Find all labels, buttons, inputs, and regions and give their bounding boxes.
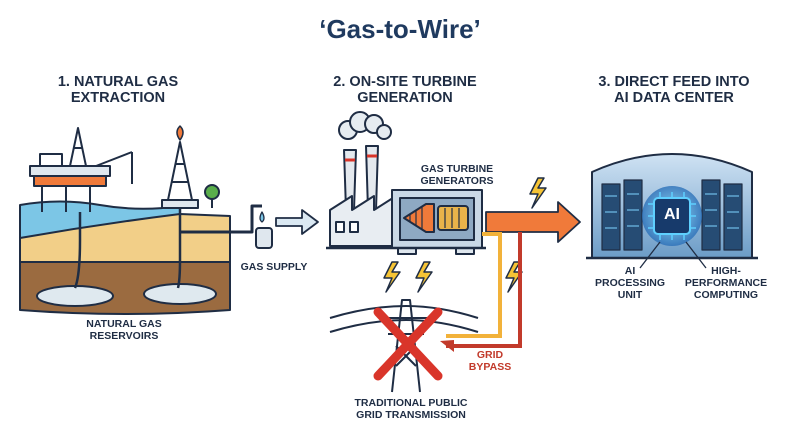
well-pipe-right	[176, 208, 182, 289]
server-rack-right-icon	[701, 179, 743, 251]
offshore-platform-icon	[29, 127, 133, 212]
stage-1-heading: 1. NATURAL GAS EXTRACTION	[57, 74, 179, 107]
server-rack-left-icon	[601, 179, 643, 251]
bypass-arrowhead	[440, 340, 454, 352]
tree-icon	[204, 184, 220, 208]
supply-arrow	[275, 209, 319, 235]
power-plant-scene	[326, 111, 486, 255]
smoke-icon	[338, 111, 392, 140]
gas-supply-label: GAS SUPPLY	[240, 261, 308, 273]
diagram-title: ‘Gas-to-Wire’	[319, 14, 481, 44]
gas-meter-icon	[255, 227, 273, 249]
derrick-icon	[161, 125, 199, 209]
turbine-icon	[403, 203, 435, 233]
stage-3-heading: 3. DIRECT FEED INTO AI DATA CENTER	[598, 74, 750, 107]
ai-processing-label: AI PROCESSING UNIT	[594, 265, 665, 301]
sand-layer	[19, 213, 231, 271]
gas-drop-icon	[259, 211, 265, 223]
grid-bypass-line	[446, 232, 502, 338]
stage-2-heading: 2. ON-SITE TURBINE GENERATION	[333, 74, 477, 107]
extraction-scene	[19, 125, 273, 315]
grid-transmission-label: TRADITIONAL PUBLIC GRID TRANSMISSION	[354, 397, 468, 421]
grid-bypass-return	[446, 232, 522, 348]
reservoir-left-icon	[36, 285, 114, 307]
gas-supply-pipe	[180, 204, 262, 234]
reservoir-right-icon	[143, 283, 217, 305]
grid-bypass-label: GRID BYPASS	[468, 349, 512, 373]
well-pipe-left	[73, 212, 82, 289]
data-center-scene	[586, 153, 758, 269]
blocked-cross-icon	[373, 307, 443, 381]
generator-icon	[437, 205, 469, 231]
hpc-label: HIGH- PERFORMANCE COMPUTING	[684, 265, 768, 301]
turbine-generators-label: GAS TURBINE GENERATORS	[420, 163, 494, 187]
ai-chip-text: AI	[664, 206, 680, 223]
reservoirs-label: NATURAL GAS RESERVOIRS	[86, 318, 162, 342]
